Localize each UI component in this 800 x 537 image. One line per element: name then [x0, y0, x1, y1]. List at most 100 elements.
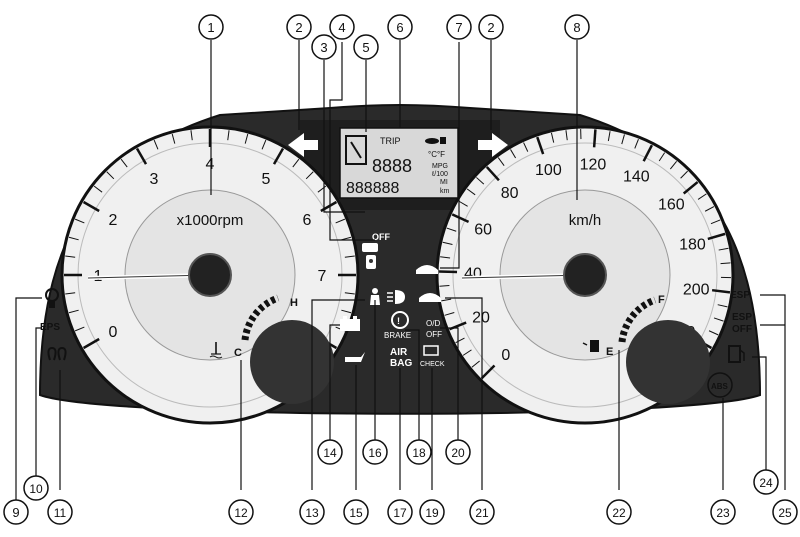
scale-label: 20	[472, 310, 490, 327]
lcd-display: TRIP °C°F 8888 MPG ℓ/100 888888 MI km	[339, 127, 459, 199]
svg-text:6: 6	[396, 20, 403, 35]
minor-tick	[680, 170, 688, 179]
callout-13: 13	[299, 499, 325, 525]
scale-label: 60	[474, 221, 492, 238]
right-outer-lamps: ESP ESP OFF ABS	[707, 290, 752, 398]
abs-indicator: ABS	[707, 372, 733, 398]
tachometer-unit-label: x1000rpm	[177, 212, 244, 229]
callout-7: 7	[446, 14, 472, 40]
minor-tick	[444, 312, 455, 316]
minor-tick	[190, 130, 193, 141]
scale-label: 4	[206, 156, 215, 173]
minor-tick	[440, 256, 451, 259]
minor-tick	[455, 337, 465, 344]
svg-text:20: 20	[451, 446, 465, 460]
minor-tick	[476, 177, 485, 185]
esp-label: ESP	[730, 290, 750, 301]
svg-text:19: 19	[425, 506, 439, 520]
svg-text:9: 9	[12, 505, 19, 520]
callout-15: 15	[343, 499, 369, 525]
svg-text:17: 17	[393, 506, 407, 520]
major-tick	[707, 232, 726, 241]
minor-tick	[720, 262, 731, 265]
minor-tick	[708, 330, 719, 336]
tachometer-ticks	[64, 129, 356, 350]
scale-label: 5	[262, 171, 271, 188]
trip-label: TRIP	[380, 136, 401, 146]
svg-text:23: 23	[716, 506, 730, 520]
minor-tick	[497, 157, 505, 166]
callout-4: 4	[329, 14, 355, 40]
fuel-scale-arc	[618, 296, 657, 343]
fuel-pump-icon	[582, 340, 599, 352]
minor-tick	[634, 138, 639, 149]
svg-text:11: 11	[54, 506, 67, 520]
fuel-gauge	[626, 320, 710, 404]
speedometer-scale-labels: 020406080100120140160180200220	[464, 156, 710, 364]
svg-text:24: 24	[759, 476, 773, 490]
minor-tick	[697, 193, 707, 200]
minor-tick	[704, 206, 715, 212]
minor-tick	[713, 317, 724, 322]
svg-text:15: 15	[349, 506, 363, 520]
tachometer: 012345678 x1000rpm H C	[60, 125, 360, 425]
minor-tick	[261, 139, 267, 150]
lcd-bottom-digits: 888888	[346, 180, 399, 197]
temperature-gauge	[250, 320, 334, 404]
svg-text:BAG: BAG	[390, 358, 412, 369]
minor-tick	[523, 142, 529, 152]
check-engine-indicator: CHECK	[420, 345, 445, 368]
minor-tick	[344, 292, 355, 295]
minor-tick	[718, 247, 729, 251]
minor-tick	[335, 218, 346, 224]
temperature-cold-label: C	[234, 347, 242, 359]
minor-tick	[341, 309, 352, 314]
svg-text:21: 21	[475, 506, 489, 520]
brake-warning-indicator: ! BRAKE	[384, 311, 411, 340]
callout-5: 5	[353, 34, 379, 60]
minor-tick	[607, 131, 611, 142]
minor-tick	[565, 130, 568, 141]
minor-tick	[717, 304, 728, 308]
svg-text:OFF: OFF	[426, 330, 442, 339]
minor-tick	[68, 236, 79, 241]
airbag-indicator: AIR BAG	[390, 347, 412, 369]
distance-unit-1: MI	[440, 179, 448, 186]
scale-label: 3	[150, 171, 159, 188]
svg-text:25: 25	[778, 506, 792, 520]
minor-tick	[458, 200, 468, 207]
callout-18: 18	[406, 439, 432, 465]
major-tick	[451, 213, 470, 223]
fuel-full-label: F	[658, 294, 665, 306]
minor-tick	[462, 349, 472, 356]
callout-19: 19	[419, 499, 445, 525]
major-tick	[536, 136, 545, 155]
callout-24: 24	[753, 469, 779, 495]
svg-text:5: 5	[362, 40, 369, 55]
scale-label: 200	[683, 281, 710, 298]
minor-tick	[471, 360, 480, 368]
esp-off-label-top: ESP	[732, 312, 752, 323]
temperature-hot-label: H	[290, 297, 298, 309]
indicator-lamps: OFF !	[340, 232, 445, 369]
minor-tick	[439, 285, 450, 287]
minor-tick	[106, 171, 115, 180]
minor-tick	[466, 188, 476, 196]
callout-23: 23	[710, 499, 736, 525]
callout-9: 9	[3, 499, 29, 525]
traction-off-indicator: OFF	[362, 232, 390, 252]
svg-text:BRAKE: BRAKE	[384, 331, 411, 340]
scale-label: 140	[623, 168, 650, 185]
minor-tick	[244, 133, 249, 144]
minor-tick	[446, 227, 457, 232]
immobilizer-key-icon	[366, 255, 376, 269]
major-tick	[485, 166, 500, 182]
minor-tick	[710, 219, 721, 225]
scale-label: 2	[109, 212, 118, 229]
distance-unit-2: km	[440, 188, 450, 195]
oil-pressure-icon	[345, 352, 365, 362]
minor-tick	[74, 218, 85, 224]
lcd-top-digits: 8888	[372, 156, 412, 176]
minor-tick	[68, 309, 79, 314]
callout-17: 17	[387, 499, 413, 525]
